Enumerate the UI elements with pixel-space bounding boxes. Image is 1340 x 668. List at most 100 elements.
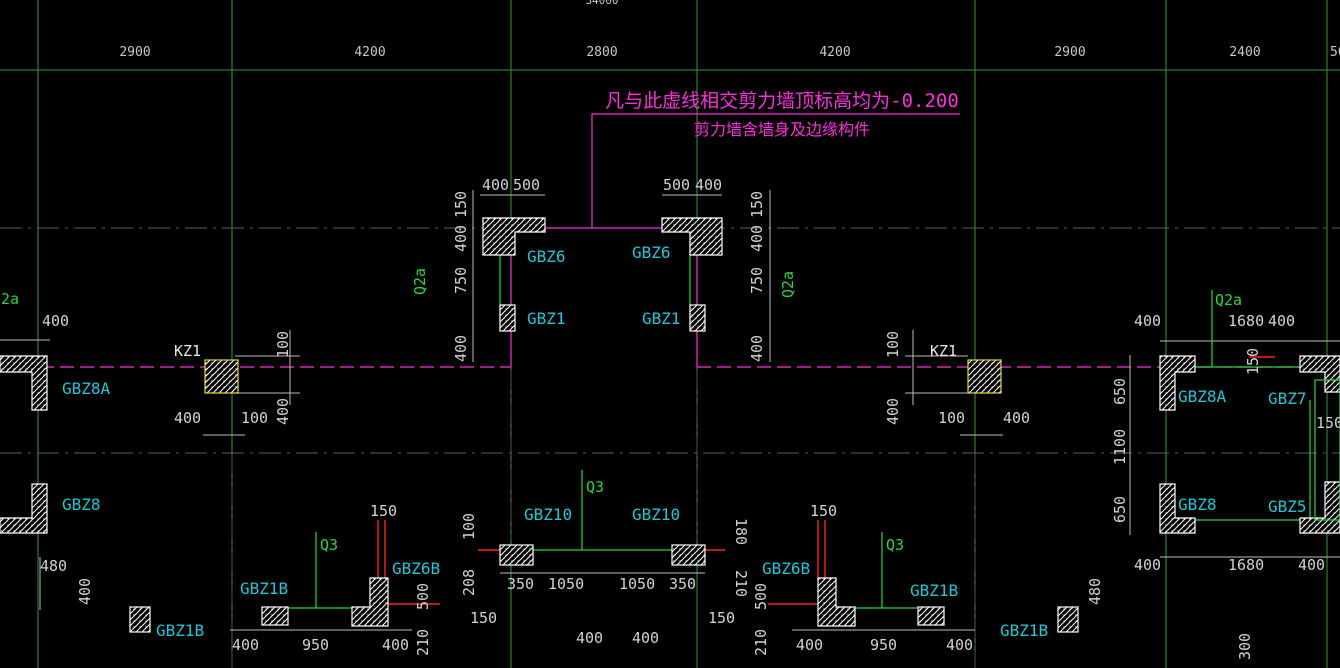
top-span-3: 2800: [586, 45, 617, 60]
dim-210-left-v: 210: [414, 629, 432, 656]
dim-400-right-bottom2: 400: [1298, 556, 1325, 574]
tag-q2a-far-right: Q2a: [1215, 291, 1242, 309]
top-span-1: 2900: [119, 45, 150, 60]
dim-750-left-v: 750: [452, 267, 470, 294]
dim-150-bottom-left: 150: [370, 502, 397, 520]
block-gbz1b-d: [1057, 606, 1079, 633]
label-gbz8-right: GBZ8: [1178, 495, 1217, 514]
dim-400-kz1-left-v: 400: [274, 398, 292, 425]
label-gbz10-left: GBZ10: [524, 505, 572, 524]
note-leader: [591, 113, 960, 228]
dim-400-bottom-c: 400: [796, 636, 823, 654]
block-gbz6b-right: [817, 577, 856, 627]
dim-100-kz1-right-v: 100: [884, 331, 902, 358]
label-kz1-left: KZ1: [174, 342, 201, 360]
label-gbz7: GBZ7: [1268, 389, 1307, 408]
label-gbz5: GBZ5: [1268, 497, 1307, 516]
dim-400-far-left-v: 400: [76, 578, 94, 605]
dim-150-right-v: 150: [748, 191, 766, 218]
dim-100-center-left-v: 100: [460, 513, 478, 540]
block-gbz8-right: [1159, 483, 1196, 534]
tag-q2a-right: Q2a: [779, 271, 797, 298]
dim-1680-right-bottom: 1680: [1228, 556, 1264, 574]
block-gbz10-left: [499, 544, 534, 566]
dim-400-bottom-d: 400: [946, 636, 973, 654]
note-line-2: 剪力墙含墙身及边缘构件: [694, 120, 870, 139]
dim-150-left-v: 150: [452, 191, 470, 218]
label-gbz8a-right: GBZ8A: [1178, 387, 1227, 406]
label-gbz1-left: GBZ1: [527, 309, 566, 328]
block-gbz10-right: [671, 544, 706, 566]
dim-500-left-v: 500: [414, 583, 432, 610]
dim-1100-right-v: 1100: [1111, 429, 1129, 465]
block-gbz8a-right: [1159, 355, 1196, 411]
dim-400-right-bottom: 400: [1134, 556, 1161, 574]
label-kz1-right: KZ1: [930, 342, 957, 360]
dim-480-far-left: 480: [40, 557, 67, 575]
dimension-values: 400 500 500 400 150 400 750 400 150 400 …: [40, 176, 1340, 660]
dim-400-center-bottom-left: 400: [576, 629, 603, 647]
dim-400-right-v2: 400: [748, 335, 766, 362]
dim-180-center-right-v: 180: [732, 518, 750, 545]
label-gbz6b-right: GBZ6B: [762, 559, 810, 578]
dim-400-left-v2: 400: [452, 335, 470, 362]
dim-500-top-left: 500: [513, 176, 540, 194]
tag-q3-right: Q3: [886, 536, 904, 554]
label-gbz1b-d: GBZ1B: [1000, 621, 1048, 640]
label-gbz6b-left: GBZ6B: [392, 559, 440, 578]
dim-400-bottom-a: 400: [232, 636, 259, 654]
dim-350-center-left: 350: [507, 575, 534, 593]
dim-350-center-right: 350: [669, 575, 696, 593]
elevation-note: 凡与此虚线相交剪力墙顶标高均为-0.200 剪力墙含墙身及边缘构件: [591, 90, 960, 228]
block-gbz8-left: [0, 483, 48, 534]
label-gbz1b-b: GBZ1B: [910, 581, 958, 600]
label-gbz8a-left: GBZ8A: [62, 379, 111, 398]
dim-208-center-left-v: 208: [460, 569, 478, 596]
secondary-lines: [231, 370, 976, 668]
tag-q2a-left: Q2a: [411, 268, 429, 295]
dim-300-right-v: 300: [1236, 633, 1254, 660]
top-span-5: 2900: [1054, 45, 1085, 60]
dim-950-bottom-a: 950: [302, 636, 329, 654]
block-gbz1b-b: [917, 606, 945, 626]
dim-400-far-left: 400: [42, 312, 69, 330]
dim-150-bottom-right: 150: [810, 502, 837, 520]
dim-400-right-h: 400: [1134, 312, 1161, 330]
dim-400-kz1-left-h: 400: [174, 409, 201, 427]
block-edge-right: [1314, 379, 1340, 521]
dim-400-center-bottom-right: 400: [632, 629, 659, 647]
dim-150-right-edge: 150: [1316, 414, 1340, 432]
block-gbz6-left: [482, 217, 546, 256]
block-kz1-right: [967, 359, 1002, 394]
dim-150-right-small: 150: [1244, 348, 1262, 375]
dim-480-right-v: 480: [1086, 578, 1104, 605]
block-gbz1-right: [689, 304, 706, 332]
wall-tag-lines: [288, 228, 1311, 609]
label-gbz8-left: GBZ8: [62, 495, 101, 514]
dim-100-kz1-left-v: 100: [274, 331, 292, 358]
dim-1680-right-top: 1680: [1228, 312, 1264, 330]
block-gbz8a-left: [0, 355, 48, 411]
dim-210-right-v: 210: [752, 629, 770, 656]
dim-400-kz1-right-h: 400: [1003, 409, 1030, 427]
top-total: 34000: [585, 0, 618, 7]
label-gbz1-right: GBZ1: [642, 309, 681, 328]
wall-blocks: [0, 217, 1340, 633]
dim-150-center-bottom-right: 150: [708, 609, 735, 627]
dim-650-right-v2: 650: [1111, 496, 1129, 523]
dim-500-top-right: 500: [663, 176, 690, 194]
dim-210-center-right-v: 210: [732, 570, 750, 597]
dim-400-right-top2: 400: [1268, 312, 1295, 330]
tag-q3-center: Q3: [586, 478, 604, 496]
label-gbz6-left: GBZ6: [527, 247, 566, 266]
block-gbz6-right: [661, 217, 723, 256]
top-span-6: 2400: [1229, 45, 1260, 60]
column-labels: KZ1 KZ1: [174, 342, 957, 360]
dim-400-bottom-b: 400: [382, 636, 409, 654]
dimension-lines: [0, 190, 1340, 631]
block-gbz1-left: [499, 304, 516, 332]
tag-q3-left: Q3: [320, 536, 338, 554]
note-line-1: 凡与此虚线相交剪力墙顶标高均为-0.200: [605, 90, 959, 112]
dim-400-top-right: 400: [695, 176, 722, 194]
